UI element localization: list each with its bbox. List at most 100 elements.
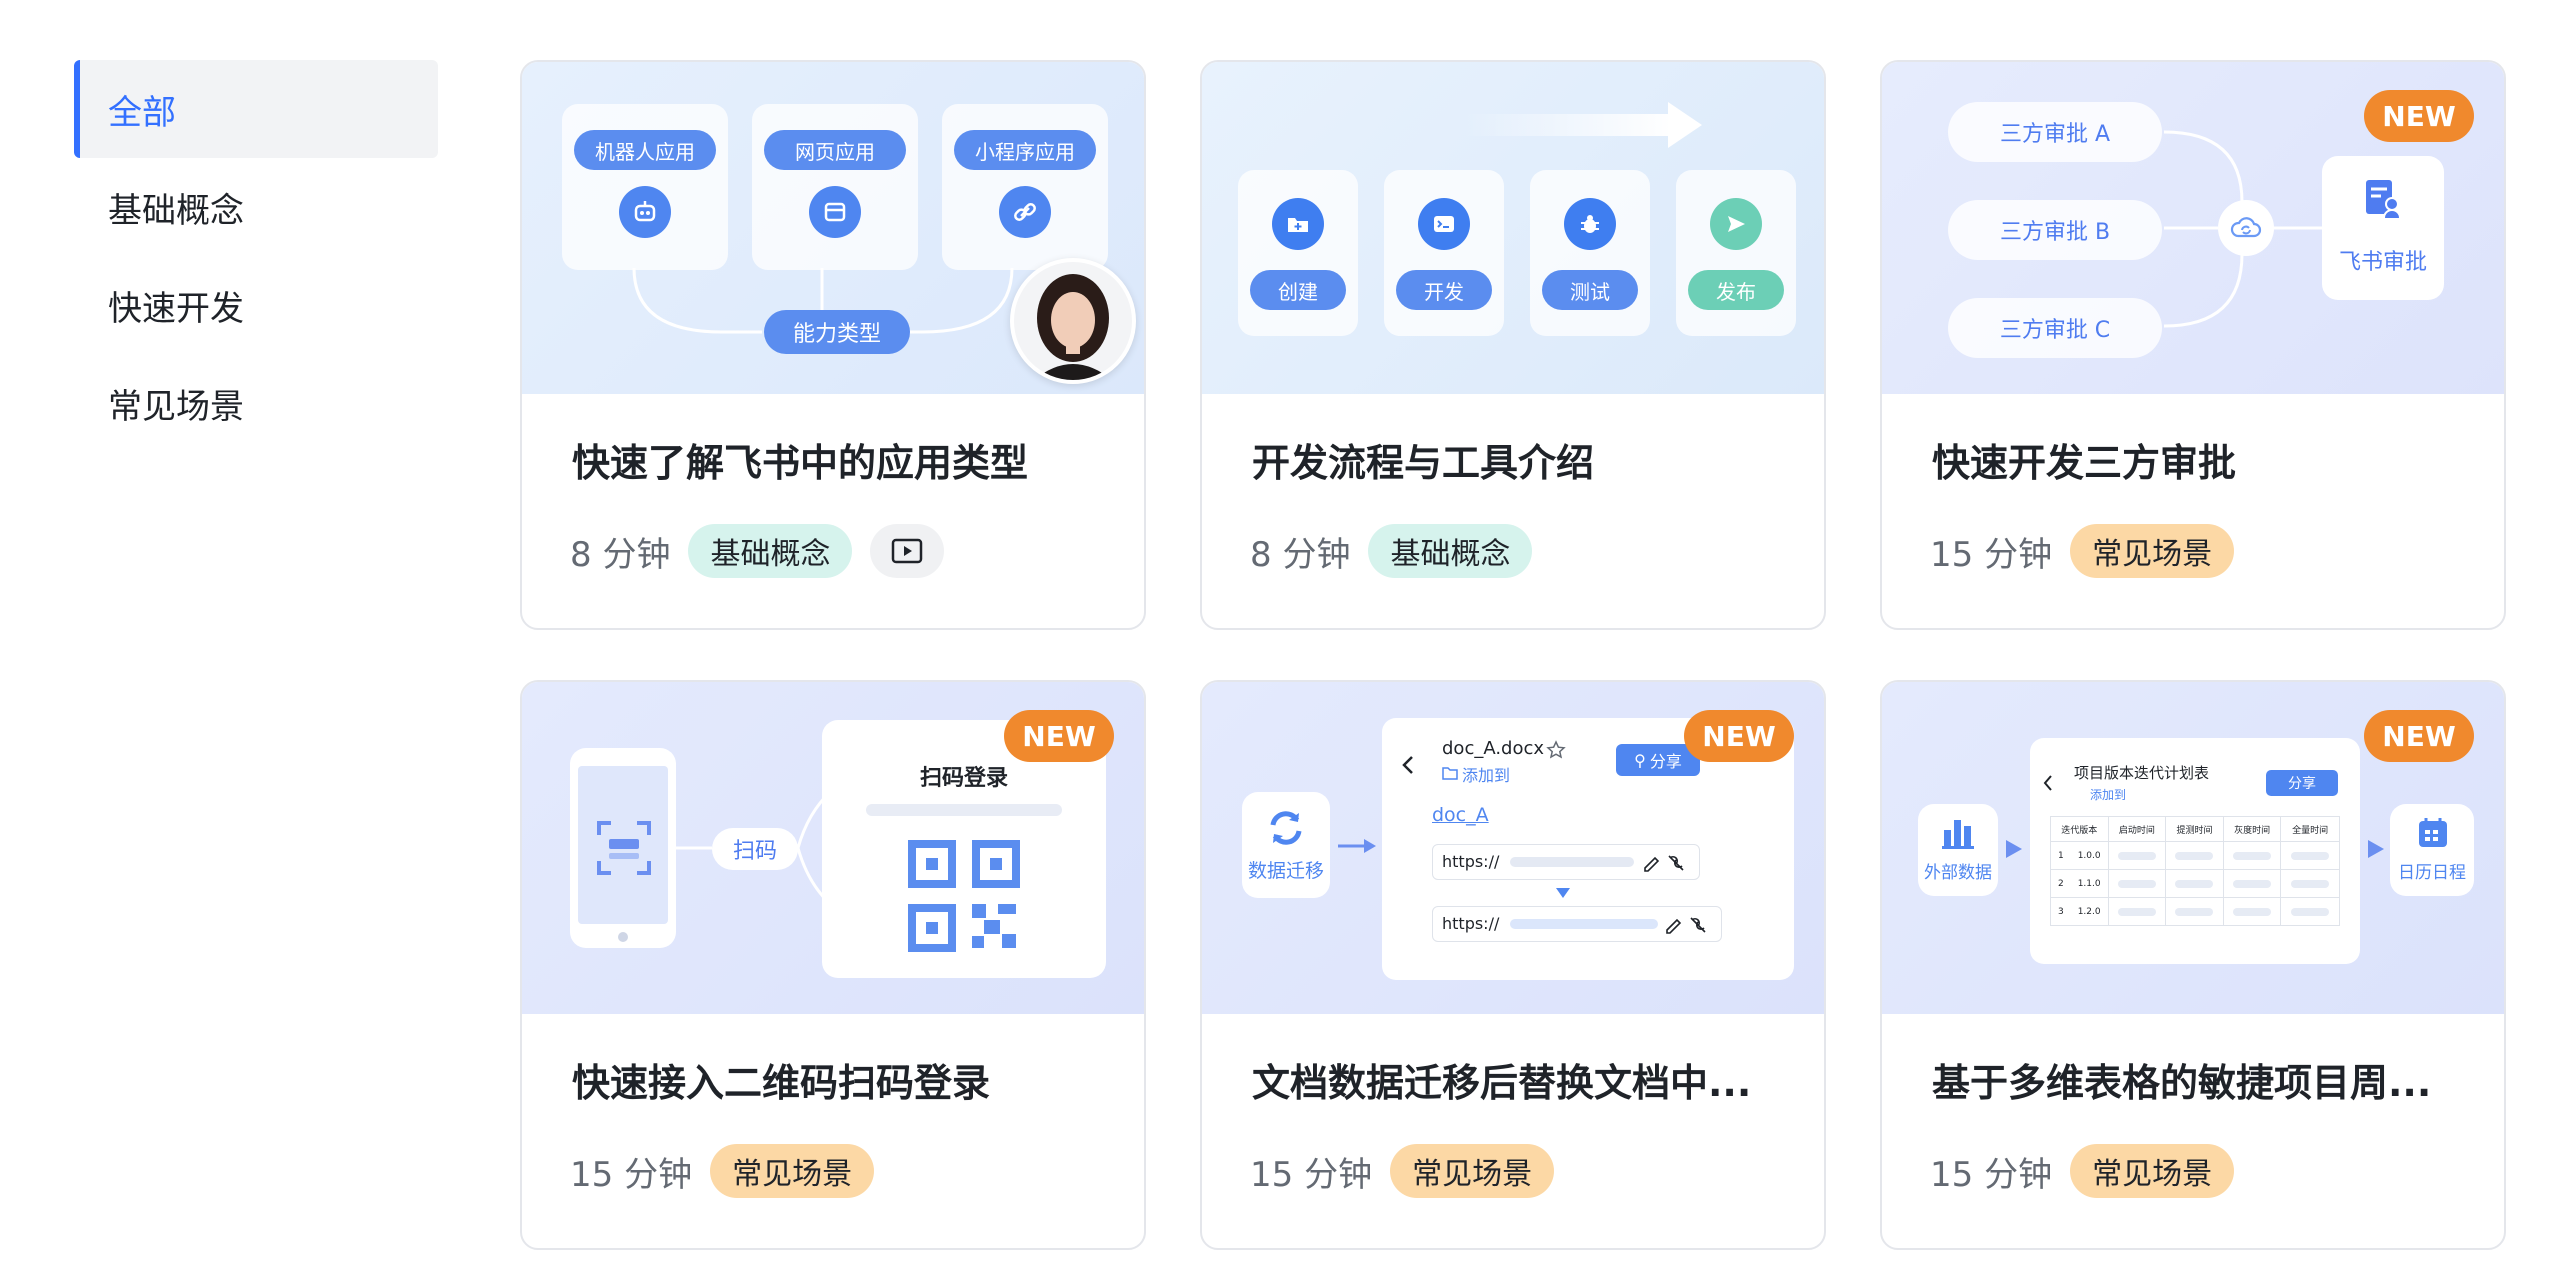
new-badge: NEW (1684, 710, 1794, 762)
bug-icon (1564, 198, 1616, 250)
tutorial-card[interactable]: NEW 外部数据 项目版本迭代计划表 添加到 分享 迭代版本 启动时间 提测时间… (1880, 680, 2506, 1250)
tutorial-card[interactable]: 机器人应用 网页应用 小程序应用 能力类型 快速了解飞书中的应用类型 8 分钟 … (520, 60, 1146, 630)
column-header: 提测时间 (2166, 817, 2224, 841)
card-meta: 15 分钟 常见场景 (1250, 1144, 1555, 1198)
link-icon (999, 186, 1051, 238)
category-tag: 常见场景 (2070, 524, 2235, 578)
robot-icon (619, 186, 671, 238)
url-text: https:// (1442, 852, 1500, 871)
edit-unlink-icons (1666, 917, 1706, 934)
card-meta: 8 分钟 基础概念 (570, 524, 945, 578)
migrate-label: 数据迁移 (1247, 860, 1324, 882)
presenter-avatar (1010, 258, 1136, 384)
cloud-sync-icon (2218, 200, 2274, 256)
play-arrow-icon (2368, 840, 2384, 858)
sidebar-item-quick-dev[interactable]: 快速开发 (108, 288, 244, 329)
row-index: 3 (2057, 906, 2064, 917)
add-to-link: 添加到 (2090, 788, 2127, 802)
card-thumbnail: 创建 开发 测试 发布 (1202, 62, 1824, 394)
card-title: 快速开发三方审批 (1932, 441, 2237, 485)
scan-label: 扫码 (712, 828, 798, 870)
folder-icon (1442, 767, 1458, 780)
step-box (1530, 170, 1650, 336)
card-title: 开发流程与工具介绍 (1252, 441, 1595, 485)
category-tag: 基础概念 (1368, 524, 1533, 578)
step-box (1676, 170, 1796, 336)
new-badge: NEW (2364, 90, 2474, 142)
row-index: 2 (2057, 878, 2064, 889)
sheet-title: 项目版本迭代计划表 (2074, 764, 2210, 782)
row-version: 1.1.0 (2077, 878, 2101, 889)
sidebar-item-common-scenarios[interactable]: 常见场景 (108, 386, 244, 427)
center-label: 能力类型 (764, 310, 910, 354)
send-icon (1710, 198, 1762, 250)
column-header: 全量时间 (2292, 825, 2329, 836)
card-title: 基于多维表格的敏捷项目周... (1932, 1061, 2432, 1105)
url-placeholder (1510, 919, 1658, 929)
card-duration: 8 分钟 (1250, 534, 1351, 575)
source-box (1918, 804, 1998, 896)
app-type-label: 小程序应用 (954, 130, 1096, 170)
doc-link: doc_A (1432, 804, 1489, 826)
qr-code-icon (906, 838, 1022, 954)
column-header: 灰度时间 (2224, 817, 2282, 841)
chevron-left-icon (1402, 756, 1413, 774)
card-duration: 15 分钟 (1930, 1154, 2053, 1195)
row-version: 1.0.0 (2077, 850, 2101, 861)
migrate-box (1242, 792, 1330, 898)
card-meta: 15 分钟 常见场景 (1930, 524, 2235, 578)
refresh-icon (1264, 806, 1308, 850)
placeholder-bar (866, 804, 1062, 816)
add-to-link: 添加到 (1462, 766, 1511, 785)
column-header: 启动时间 (2109, 817, 2167, 841)
card-duration: 15 分钟 (570, 1154, 693, 1195)
share-button: ⚲分享 (1616, 744, 1700, 776)
table-row: 3 1.2.0 (2050, 898, 2340, 926)
new-badge: NEW (1004, 710, 1114, 762)
sidebar-item-basic-concepts[interactable]: 基础概念 (108, 190, 244, 231)
video-icon (870, 524, 945, 578)
category-tag: 常见场景 (710, 1144, 875, 1198)
calendar-icon (2419, 818, 2447, 847)
edit-unlink-icons (1644, 855, 1684, 872)
card-title: 快速了解飞书中的应用类型 (572, 441, 1029, 485)
bar-chart-icon (1942, 820, 1974, 849)
approval-item: 三方审批 B (1948, 200, 2162, 260)
play-arrow-icon (2006, 840, 2022, 858)
source-label: 外部数据 (1924, 863, 1992, 883)
tutorial-card[interactable]: NEW 数据迁移 doc_A.docx 添加到 ⚲分享 doc_A https:… (1200, 680, 1826, 1250)
column-header: 迭代版本 (2051, 817, 2109, 841)
connector-lines (632, 267, 1014, 334)
sidebar-item-all[interactable]: 全部 (74, 60, 438, 158)
scan-icon (594, 818, 654, 878)
target-label: 飞书审批 (2338, 250, 2427, 275)
card-title: 文档数据迁移后替换文档中... (1252, 1061, 1752, 1105)
login-title: 扫码登录 (919, 766, 1008, 791)
new-badge: NEW (2364, 710, 2474, 762)
card-meta: 15 分钟 常见场景 (570, 1144, 875, 1198)
webpage-icon (809, 186, 861, 238)
category-sidebar: 全部 基础概念 快速开发 常见场景 (74, 60, 438, 452)
app-type-label: 网页应用 (764, 130, 906, 170)
table-row: 2 1.1.0 (2050, 870, 2340, 898)
arrow-down-icon (1556, 888, 1570, 898)
category-tag: 常见场景 (1390, 1144, 1555, 1198)
step-box (1238, 170, 1358, 336)
arrow-right-icon (1462, 102, 1702, 148)
phone-home-button (618, 932, 628, 942)
category-tag: 基础概念 (688, 524, 853, 578)
url-text: https:// (1442, 914, 1500, 933)
url-placeholder (1510, 857, 1634, 867)
card-title: 快速接入二维码扫码登录 (572, 1061, 991, 1105)
star-icon (1546, 740, 1566, 759)
chevron-left-icon (2043, 775, 2052, 791)
connector-lines (2163, 130, 2322, 328)
tutorial-card[interactable]: NEW 扫码 扫码登录 快速接入二维码扫码登录 15 分钟 (520, 680, 1146, 1250)
card-meta: 8 分钟 基础概念 (1250, 524, 1533, 578)
row-version: 1.2.0 (2077, 906, 2101, 917)
tutorial-card[interactable]: 创建 开发 测试 发布 开发流程与工具介绍 8 分钟 基础概念 (1200, 60, 1826, 630)
share-button: 分享 (2266, 770, 2338, 796)
tutorial-card[interactable]: NEW 三方审批 A 三方审批 B 三方审批 C 飞书审批 快速开发三方审批 1… (1880, 60, 2506, 630)
